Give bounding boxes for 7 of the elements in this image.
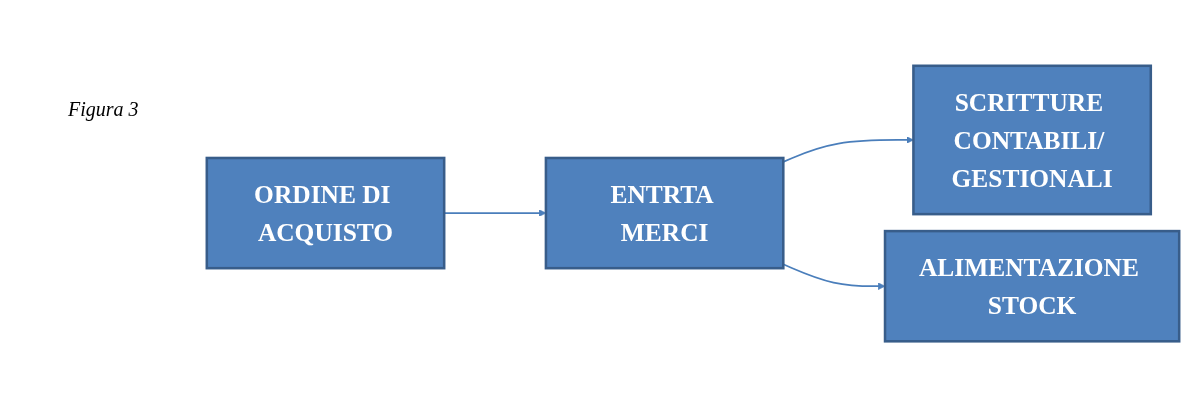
arrow <box>782 263 886 291</box>
arrow <box>782 136 914 164</box>
node-box: ORDINE DI ACQUISTO <box>205 157 446 270</box>
node-box: SCRITTURE CONTABILI/ GESTIONALI <box>912 64 1153 216</box>
figure-label: Figura 3 <box>68 98 139 121</box>
node-box: ALIMENTAZIONE STOCK <box>883 230 1181 344</box>
node-box: ENTRTA MERCI <box>544 157 785 270</box>
